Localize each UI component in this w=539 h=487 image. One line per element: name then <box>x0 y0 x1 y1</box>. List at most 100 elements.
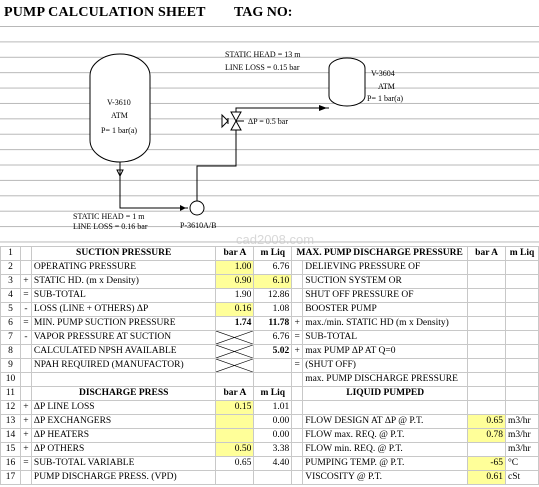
operator-cell[interactable] <box>291 400 304 415</box>
row-number[interactable]: 4 <box>0 288 21 303</box>
unit-cell[interactable]: m3/hr <box>505 442 539 457</box>
m-liq-cell[interactable]: 6.76 <box>253 260 293 275</box>
suction-label-cell[interactable]: SUB-TOTAL <box>30 288 217 303</box>
row-number[interactable]: 15 <box>0 442 21 457</box>
row-number[interactable]: 16 <box>0 456 21 471</box>
suction-label-cell[interactable]: PUMP DISCHARGE PRESS. (VPD) <box>30 470 217 485</box>
operator-cell[interactable] <box>19 470 32 485</box>
suction-label-cell[interactable]: VAPOR PRESSURE AT SUCTION <box>30 330 217 345</box>
unit-cell[interactable] <box>505 344 539 359</box>
discharge-label-cell[interactable]: FLOW DESIGN AT ΔP @ P.T. <box>302 414 469 429</box>
unit-cell[interactable]: °C <box>505 456 539 471</box>
suction-label-cell[interactable]: LOSS (LINE + OTHERS) ΔP <box>30 302 217 317</box>
m-liq-cell[interactable]: m Liq <box>253 386 293 401</box>
row-number[interactable]: 2 <box>0 260 21 275</box>
suction-label-cell[interactable]: MIN. PUMP SUCTION PRESSURE <box>30 316 217 331</box>
row-number[interactable]: 12 <box>0 400 21 415</box>
m-liq-cell[interactable]: 5.02 <box>253 344 293 359</box>
operator-cell[interactable]: + <box>19 274 32 289</box>
operator-cell[interactable]: + <box>19 400 32 415</box>
operator-cell[interactable] <box>291 442 304 457</box>
suction-label-cell[interactable]: CALCULATED NPSH AVAILABLE <box>30 344 217 359</box>
operator-cell[interactable]: = <box>19 456 32 471</box>
unit-cell[interactable] <box>505 386 539 401</box>
unit-cell[interactable] <box>505 260 539 275</box>
operator-cell[interactable]: + <box>291 344 304 359</box>
operator-cell[interactable] <box>291 456 304 471</box>
operator-cell[interactable] <box>291 302 304 317</box>
operator-cell[interactable]: = <box>19 288 32 303</box>
row-number[interactable]: 11 <box>0 386 21 401</box>
unit-cell[interactable]: cSt <box>505 470 539 485</box>
m-liq-cell[interactable]: 6.76 <box>253 330 293 345</box>
m-liq-cell[interactable]: 0.00 <box>253 414 293 429</box>
unit-cell[interactable] <box>505 372 539 387</box>
discharge-label-cell[interactable]: PUMPING TEMP. @ P.T. <box>302 456 469 471</box>
row-number[interactable]: 7 <box>0 330 21 345</box>
operator-cell[interactable] <box>291 288 304 303</box>
suction-pressure-header[interactable]: SUCTION PRESSURE <box>30 246 217 261</box>
suction-label-cell[interactable]: NPAH REQUIRED (MANUFACTOR) <box>30 358 217 373</box>
suction-label-cell[interactable] <box>30 372 217 387</box>
suction-label-cell[interactable]: ΔP EXCHANGERS <box>30 414 217 429</box>
row-number[interactable]: 13 <box>0 414 21 429</box>
m-liq-cell[interactable]: 6.10 <box>253 274 293 289</box>
right-value-cell[interactable] <box>467 260 506 275</box>
right-value-cell[interactable]: 0.78 <box>467 428 506 443</box>
m-liq-cell[interactable]: 1.01 <box>253 400 293 415</box>
bar-a-cell[interactable]: bar A <box>215 386 255 401</box>
suction-label-cell[interactable]: OPERATING PRESSURE <box>30 260 217 275</box>
right-value-cell[interactable] <box>467 358 506 373</box>
bar-a-cell[interactable]: 0.16 <box>215 302 255 317</box>
unit-cell[interactable] <box>505 358 539 373</box>
operator-cell[interactable] <box>291 274 304 289</box>
operator-cell[interactable]: - <box>19 302 32 317</box>
right-value-cell[interactable] <box>467 386 506 401</box>
right-value-cell[interactable] <box>467 316 506 331</box>
right-value-cell[interactable] <box>467 400 506 415</box>
m-liq-cell[interactable]: 1.08 <box>253 302 293 317</box>
m-liq-cell[interactable] <box>253 358 293 373</box>
m-liq-cell[interactable]: 4.40 <box>253 456 293 471</box>
operator-cell[interactable] <box>291 414 304 429</box>
m-liq-header[interactable]: m Liq <box>253 246 293 261</box>
operator-cell[interactable]: + <box>291 316 304 331</box>
discharge-label-cell[interactable]: SHUT OFF PRESSURE OF <box>302 288 469 303</box>
bar-a-cell[interactable]: 1.00 <box>215 260 255 275</box>
suction-label-cell[interactable]: ΔP LINE LOSS <box>30 400 217 415</box>
bar-a-cell[interactable] <box>215 470 255 485</box>
bar-a-cell[interactable] <box>215 414 255 429</box>
discharge-label-cell[interactable]: BOOSTER PUMP <box>302 302 469 317</box>
operator-cell[interactable] <box>19 386 32 401</box>
unit-cell[interactable] <box>505 274 539 289</box>
bar-a-cell[interactable]: 0.50 <box>215 442 255 457</box>
discharge-label-cell[interactable]: max./min. STATIC HD (m x Density) <box>302 316 469 331</box>
right-value-cell[interactable]: -65 <box>467 456 506 471</box>
m-liq-cell[interactable]: 3.38 <box>253 442 293 457</box>
bar-a-cell[interactable] <box>215 330 255 345</box>
m-liq-cell[interactable]: 0.00 <box>253 428 293 443</box>
m-liq-cell[interactable] <box>253 470 293 485</box>
discharge-label-cell[interactable]: SUCTION SYSTEM OR <box>302 274 469 289</box>
right-value-cell[interactable] <box>467 274 506 289</box>
unit-cell[interactable] <box>505 330 539 345</box>
operator-cell[interactable]: = <box>19 316 32 331</box>
suction-label-cell[interactable]: ΔP OTHERS <box>30 442 217 457</box>
unit-cell[interactable]: m3/hr <box>505 414 539 429</box>
bar-a-header[interactable]: bar A <box>215 246 255 261</box>
right-value-cell[interactable] <box>467 442 506 457</box>
bar-a-cell[interactable]: 0.90 <box>215 274 255 289</box>
unit-cell[interactable] <box>505 288 539 303</box>
operator-cell[interactable] <box>19 372 32 387</box>
unit-cell[interactable]: m3/hr <box>505 428 539 443</box>
operator-cell[interactable]: = <box>291 358 304 373</box>
operator-cell[interactable] <box>291 470 304 485</box>
row-number[interactable]: 3 <box>0 274 21 289</box>
discharge-label-cell[interactable]: LIQUID PUMPED <box>302 386 469 401</box>
operator-cell[interactable] <box>291 372 304 387</box>
right-value-cell[interactable] <box>467 372 506 387</box>
right-value-cell[interactable] <box>467 302 506 317</box>
row-number[interactable]: 17 <box>0 470 21 485</box>
operator-cell[interactable] <box>19 344 32 359</box>
row-number[interactable]: 5 <box>0 302 21 317</box>
